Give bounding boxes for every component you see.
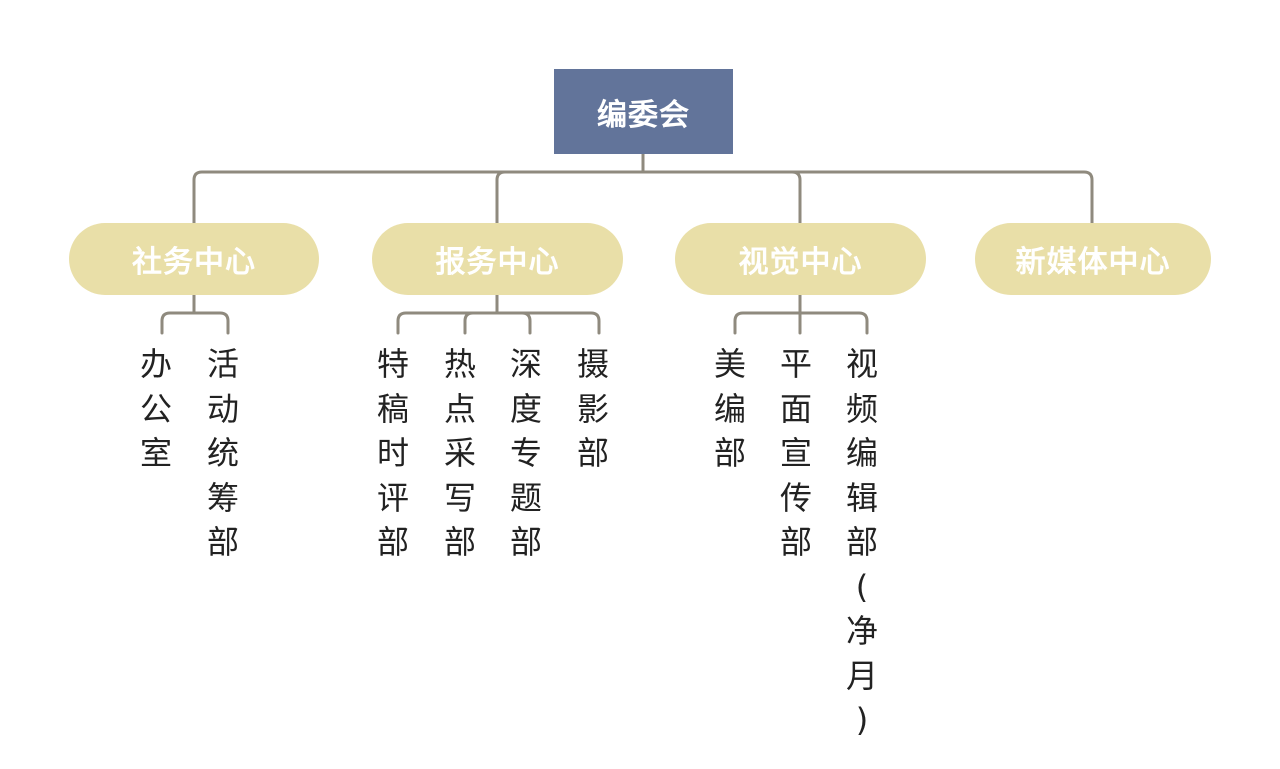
department-label-3-1: 美编部 (713, 345, 746, 472)
root-node-label: 编委会 (597, 97, 690, 133)
center-drop-2 (495, 170, 507, 225)
dept-bus-2-bar (396, 311, 601, 335)
department-label-2-1: 特稿时评部 (376, 345, 409, 561)
center-node-4: 新媒体中心 (975, 223, 1211, 295)
department-label-3-2: 平面宣传部 (779, 345, 812, 561)
center-drop-3 (790, 170, 802, 225)
department-label-1-2: 活动统筹部 (206, 345, 239, 561)
center-node-1: 社务中心 (69, 223, 319, 295)
department-label-2-2: 热点采写部 (443, 345, 476, 561)
root-node-editorial-board: 编委会 (554, 69, 733, 154)
center-node-label: 新媒体中心 (1015, 245, 1171, 280)
dept-drop-2-2 (463, 311, 475, 335)
dept-bus-3-bar (733, 311, 869, 335)
center-node-3: 视觉中心 (675, 223, 926, 295)
department-label-2-3: 深度专题部 (509, 345, 542, 561)
center-node-label: 视觉中心 (738, 245, 863, 280)
dept-bus-1-bar (160, 311, 230, 335)
centers-bus (192, 170, 1094, 225)
center-node-label: 社务中心 (132, 245, 256, 280)
department-label-3-3: 视频编辑部(净月) (845, 345, 878, 739)
department-label-1-1: 办公室 (139, 345, 172, 472)
center-node-label: 报务中心 (435, 245, 560, 280)
center-node-2: 报务中心 (372, 223, 623, 295)
department-label-2-4: 摄影部 (576, 345, 609, 472)
dept-drop-2-3 (520, 311, 532, 335)
